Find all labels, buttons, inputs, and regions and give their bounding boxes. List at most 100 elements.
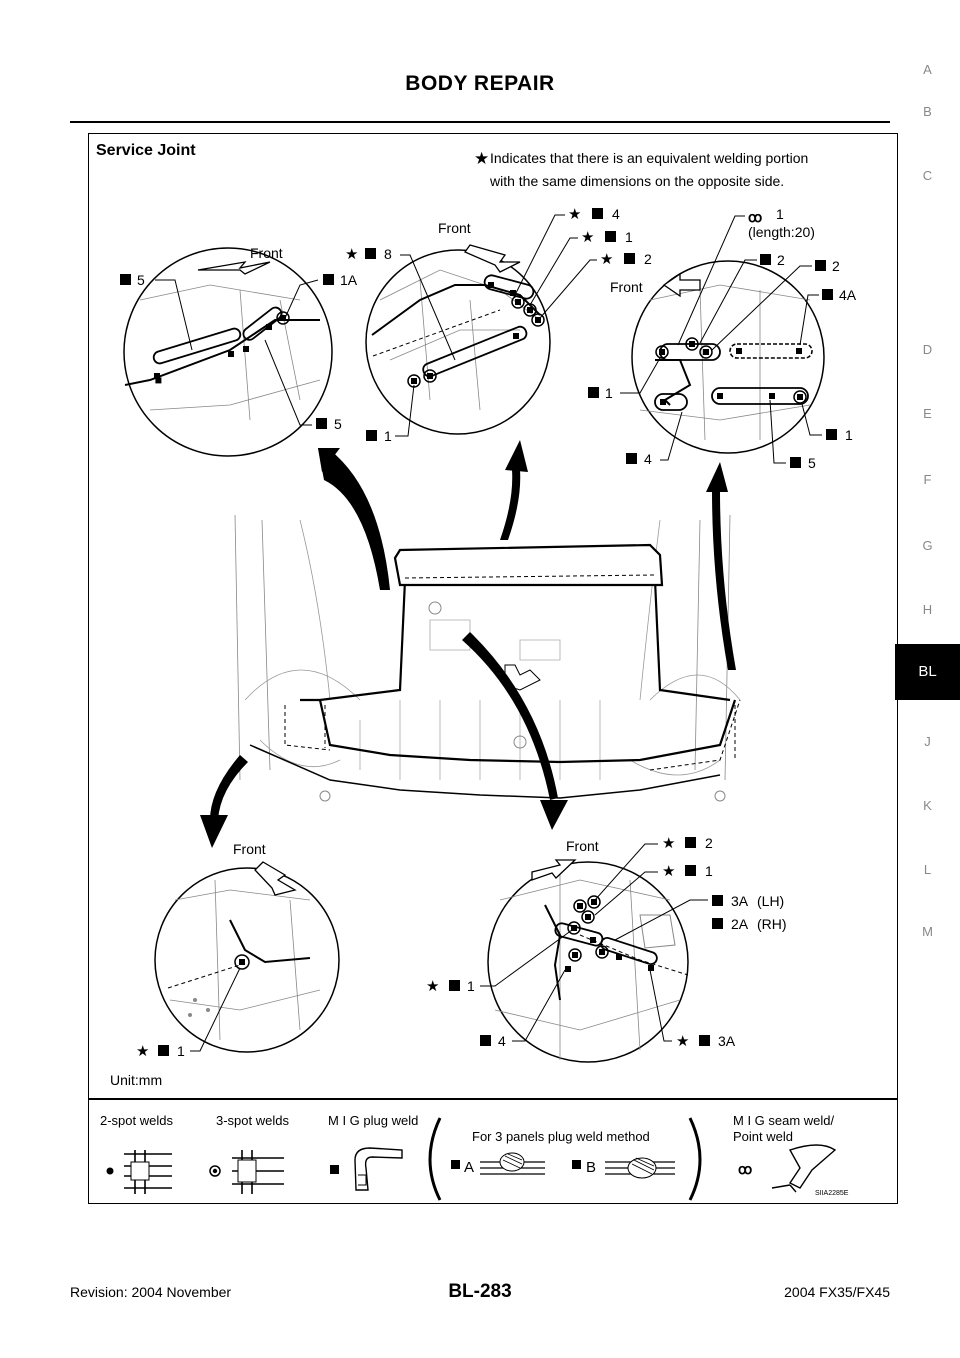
vehicle-rear-underbody	[234, 514, 741, 802]
section-tab-e[interactable]: E	[923, 406, 932, 421]
callout-label: 4	[644, 451, 652, 467]
front-label: Front	[610, 279, 643, 295]
callout-label: (LH)	[757, 893, 784, 909]
section-tab-a[interactable]: A	[923, 62, 932, 77]
section-tab-f[interactable]: F	[923, 472, 932, 487]
section-tab-c[interactable]: C	[922, 168, 933, 183]
plug-weld-icon	[760, 254, 771, 265]
legend-b-label: B	[586, 1159, 596, 1176]
callout-label: 1	[467, 978, 475, 994]
section-tab-h[interactable]: H	[922, 602, 933, 617]
seam-weld-icon: ꝏ	[748, 209, 762, 225]
plug-weld-icon	[592, 208, 603, 219]
svg-text:ꝏ: ꝏ	[738, 1161, 752, 1177]
page-title: BODY REPAIR	[405, 72, 555, 95]
section-tab-k[interactable]: K	[923, 798, 932, 813]
legend-mig-plug-label: M I G plug weld	[328, 1113, 418, 1128]
plug-weld-icon	[158, 1045, 169, 1056]
figure-heading: Service Joint	[96, 142, 196, 159]
callout-label: 2	[832, 258, 840, 274]
page-number: BL-283	[448, 1281, 512, 1302]
detail-arrows	[200, 440, 736, 848]
front-label: Front	[438, 220, 471, 236]
detail-circle-front-center	[365, 244, 551, 435]
front-label: Front	[250, 245, 283, 261]
unit-label: Unit:mm	[110, 1072, 162, 1088]
footer-revision: Revision: 2004 November	[70, 1284, 232, 1300]
callout-label: 1	[605, 385, 613, 401]
plug-weld-icon	[826, 429, 837, 440]
footer-model: 2004 FX35/FX45	[784, 1284, 890, 1300]
section-tab-m[interactable]: M	[922, 924, 933, 939]
legend-two-spot-label: 2-spot welds	[100, 1113, 173, 1128]
callout-label: 4	[612, 206, 620, 222]
bracket-right	[688, 1117, 702, 1201]
header-rule	[70, 121, 890, 123]
callout-label: (RH)	[757, 916, 787, 932]
plug-weld-icon	[712, 918, 723, 929]
weld-legend: 2-spot welds 3-spot welds M I G plug wel…	[100, 1113, 849, 1201]
callout-label: 1	[776, 206, 784, 222]
section-tab-bl[interactable]: BL	[895, 644, 960, 700]
two-spot-weld-icon	[106, 1150, 172, 1194]
mig-seam-weld-icon: ꝏ	[738, 1144, 837, 1193]
plug-weld-icon	[822, 289, 833, 300]
plug-weld-a-icon	[451, 1160, 460, 1169]
callout-label: 1	[384, 428, 392, 444]
plug-weld-icon	[815, 260, 826, 271]
plug-weld-icon	[790, 457, 801, 468]
star-icon: ★	[600, 251, 613, 268]
plug-weld-icon	[316, 418, 327, 429]
callout-label: 5	[334, 416, 342, 432]
callout-label: 2	[644, 251, 652, 267]
plug-weld-icon	[323, 274, 334, 285]
callout-label: 5	[808, 455, 816, 471]
front-label: Front	[566, 838, 599, 854]
plug-weld-icon	[699, 1035, 710, 1046]
star-icon: ★	[426, 978, 439, 995]
legend-mig-seam-label: M I G seam weld/	[733, 1113, 835, 1128]
plug-weld-b-icon	[572, 1160, 581, 1169]
detail-circle-rear-left	[154, 861, 340, 1053]
plug-weld-icon	[605, 231, 616, 242]
front-label: Front	[233, 841, 266, 857]
note-line-2: with the same dimensions on the opposite…	[489, 173, 784, 189]
plug-weld-a-diagram	[480, 1152, 545, 1175]
section-tab-g[interactable]: G	[922, 538, 933, 553]
callout-label: 2	[705, 835, 713, 851]
callout-label: 2	[777, 252, 785, 268]
callout-label: 5	[137, 272, 145, 288]
mig-plug-weld-icon	[330, 1147, 403, 1191]
star-icon: ★	[474, 149, 489, 168]
callout-label: 8	[384, 246, 392, 262]
callout-label: 3A	[731, 893, 749, 909]
star-icon: ★	[662, 863, 675, 880]
section-tab-b[interactable]: B	[923, 104, 932, 119]
plug-weld-icon	[685, 865, 696, 876]
star-icon: ★	[568, 206, 581, 223]
plug-weld-icon	[449, 980, 460, 991]
plug-weld-icon	[685, 837, 696, 848]
note-line-1: Indicates that there is an equivalent we…	[490, 150, 808, 166]
plug-weld-icon	[366, 430, 377, 441]
callout-label: 4	[498, 1033, 506, 1049]
figure-code: SIIA2285E	[815, 1190, 849, 1197]
detail-circle-front-right	[631, 260, 825, 454]
callout-label: 3A	[718, 1033, 736, 1049]
section-tab-d[interactable]: D	[922, 342, 933, 357]
section-tab-j[interactable]: J	[924, 734, 931, 749]
callout-label: 4A	[839, 287, 857, 303]
star-icon: ★	[581, 229, 594, 246]
length-note: (length:20)	[748, 224, 815, 240]
callout-label: 1	[845, 427, 853, 443]
legend-three-spot-label: 3-spot welds	[216, 1113, 289, 1128]
plug-weld-icon	[626, 453, 637, 464]
section-tab-l[interactable]: L	[923, 862, 932, 877]
star-icon: ★	[662, 835, 675, 852]
three-spot-weld-icon	[209, 1150, 284, 1194]
legend-divider	[88, 1098, 898, 1100]
plug-weld-icon	[624, 253, 635, 264]
callout-label: 2A	[731, 916, 749, 932]
callout-label: 1A	[340, 272, 358, 288]
